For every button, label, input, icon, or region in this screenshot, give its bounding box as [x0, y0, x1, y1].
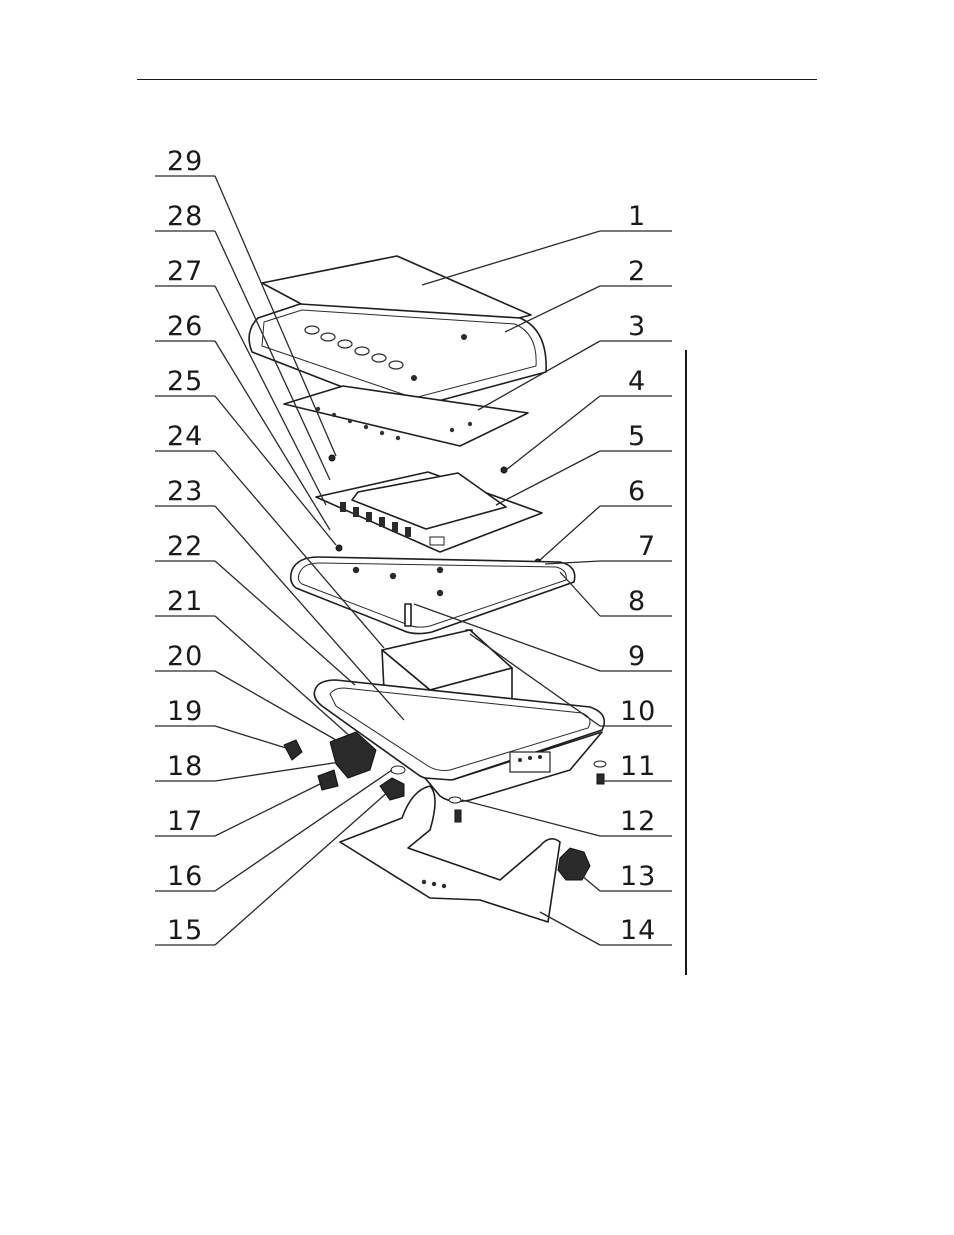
callout-16: 16: [167, 861, 203, 892]
header-rule: [137, 79, 817, 80]
callout-29: 29: [167, 146, 203, 177]
part-mounting-bracket: [339, 785, 561, 923]
callout-23: 23: [167, 476, 203, 507]
callout-10: 10: [620, 696, 656, 727]
callout-7: 7: [638, 531, 656, 562]
part-gasket: [289, 556, 576, 635]
part-front-cover: [248, 303, 547, 409]
callout-3: 3: [628, 311, 646, 342]
callout-14: 14: [620, 915, 656, 946]
callout-17: 17: [167, 806, 203, 837]
callout-25: 25: [167, 366, 203, 397]
callout-8: 8: [628, 586, 646, 617]
callout-24: 24: [167, 421, 203, 452]
callout-11: 11: [620, 751, 656, 782]
part-standoff: [404, 603, 412, 627]
callout-28: 28: [167, 201, 203, 232]
gasket-screws: [352, 566, 444, 597]
callout-1: 1: [628, 201, 646, 232]
part-connector-cluster: [283, 731, 406, 801]
callout-22: 22: [167, 531, 203, 562]
part-bracket-screw: [454, 809, 462, 823]
callout-group: 29 28 27 26 25 24 23 22 21: [155, 146, 672, 946]
callout-19: 19: [167, 696, 203, 727]
part-foot-screw: [593, 760, 607, 785]
callout-13: 13: [620, 861, 656, 892]
callout-2: 2: [628, 256, 646, 287]
part-gasket-inner: [297, 562, 567, 628]
callout-5: 5: [628, 421, 646, 452]
part-keypad-panel: [283, 385, 529, 447]
part-base-housing: [313, 679, 606, 803]
callout-12: 12: [620, 806, 656, 837]
callout-18: 18: [167, 751, 203, 782]
callout-6: 6: [628, 476, 646, 507]
callout-20: 20: [167, 641, 203, 672]
callout-4: 4: [628, 366, 646, 397]
part-knob: [557, 847, 591, 881]
callout-9: 9: [628, 641, 646, 672]
part-washer: [448, 796, 462, 804]
part-circuit-board: [315, 471, 543, 553]
callout-15: 15: [167, 915, 203, 946]
callout-27: 27: [167, 256, 203, 287]
callout-21: 21: [167, 586, 203, 617]
callout-26: 26: [167, 311, 203, 342]
